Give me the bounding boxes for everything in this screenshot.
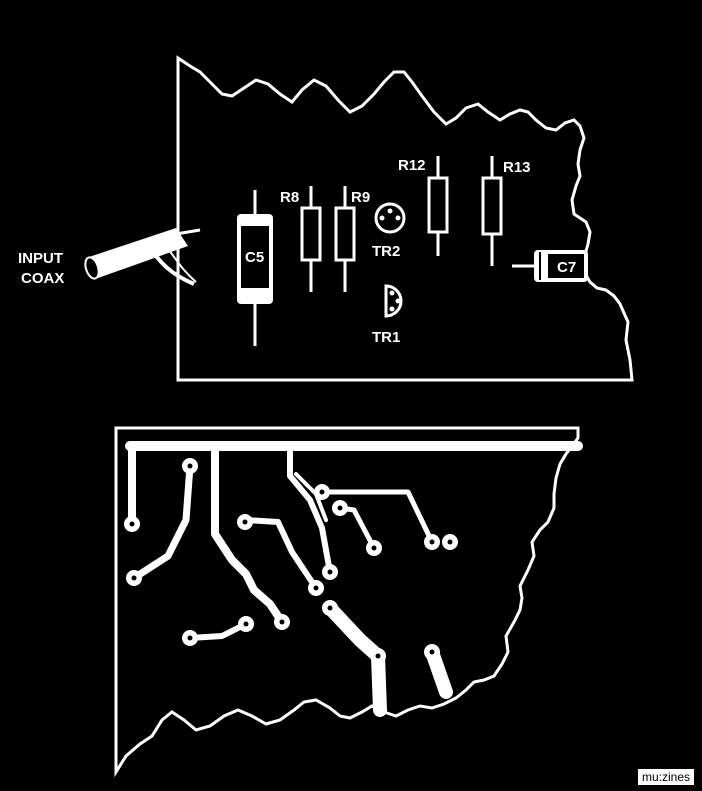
- c5-capacitor: [237, 190, 273, 346]
- r12-label: R12: [398, 157, 426, 174]
- tr2-label: TR2: [372, 243, 400, 260]
- r9-label: R9: [351, 189, 370, 206]
- r9-resistor: [334, 186, 356, 292]
- r8-resistor: [300, 186, 322, 292]
- input-coax-cable: [84, 228, 201, 286]
- r13-resistor: [481, 156, 503, 266]
- pcb-pads: [124, 458, 458, 664]
- r12-resistor: [427, 156, 449, 256]
- input-label: INPUT: [18, 250, 63, 267]
- tr2-transistor: [374, 202, 406, 234]
- component-board-outline: [176, 55, 634, 382]
- coax-label: COAX: [21, 270, 64, 287]
- r8-label: R8: [280, 189, 299, 206]
- pcb-board-outline: [114, 426, 580, 778]
- c7-label: C7: [557, 259, 576, 276]
- tr1-transistor: [384, 284, 403, 318]
- pcb-pad-holes: [129, 463, 453, 659]
- muzines-watermark: mu:zines: [637, 769, 694, 785]
- tr1-label: TR1: [372, 329, 400, 346]
- c7-capacitor: [512, 250, 588, 282]
- r13-label: R13: [503, 159, 531, 176]
- pcb-tracks: [125, 441, 583, 717]
- c5-label: C5: [245, 249, 264, 266]
